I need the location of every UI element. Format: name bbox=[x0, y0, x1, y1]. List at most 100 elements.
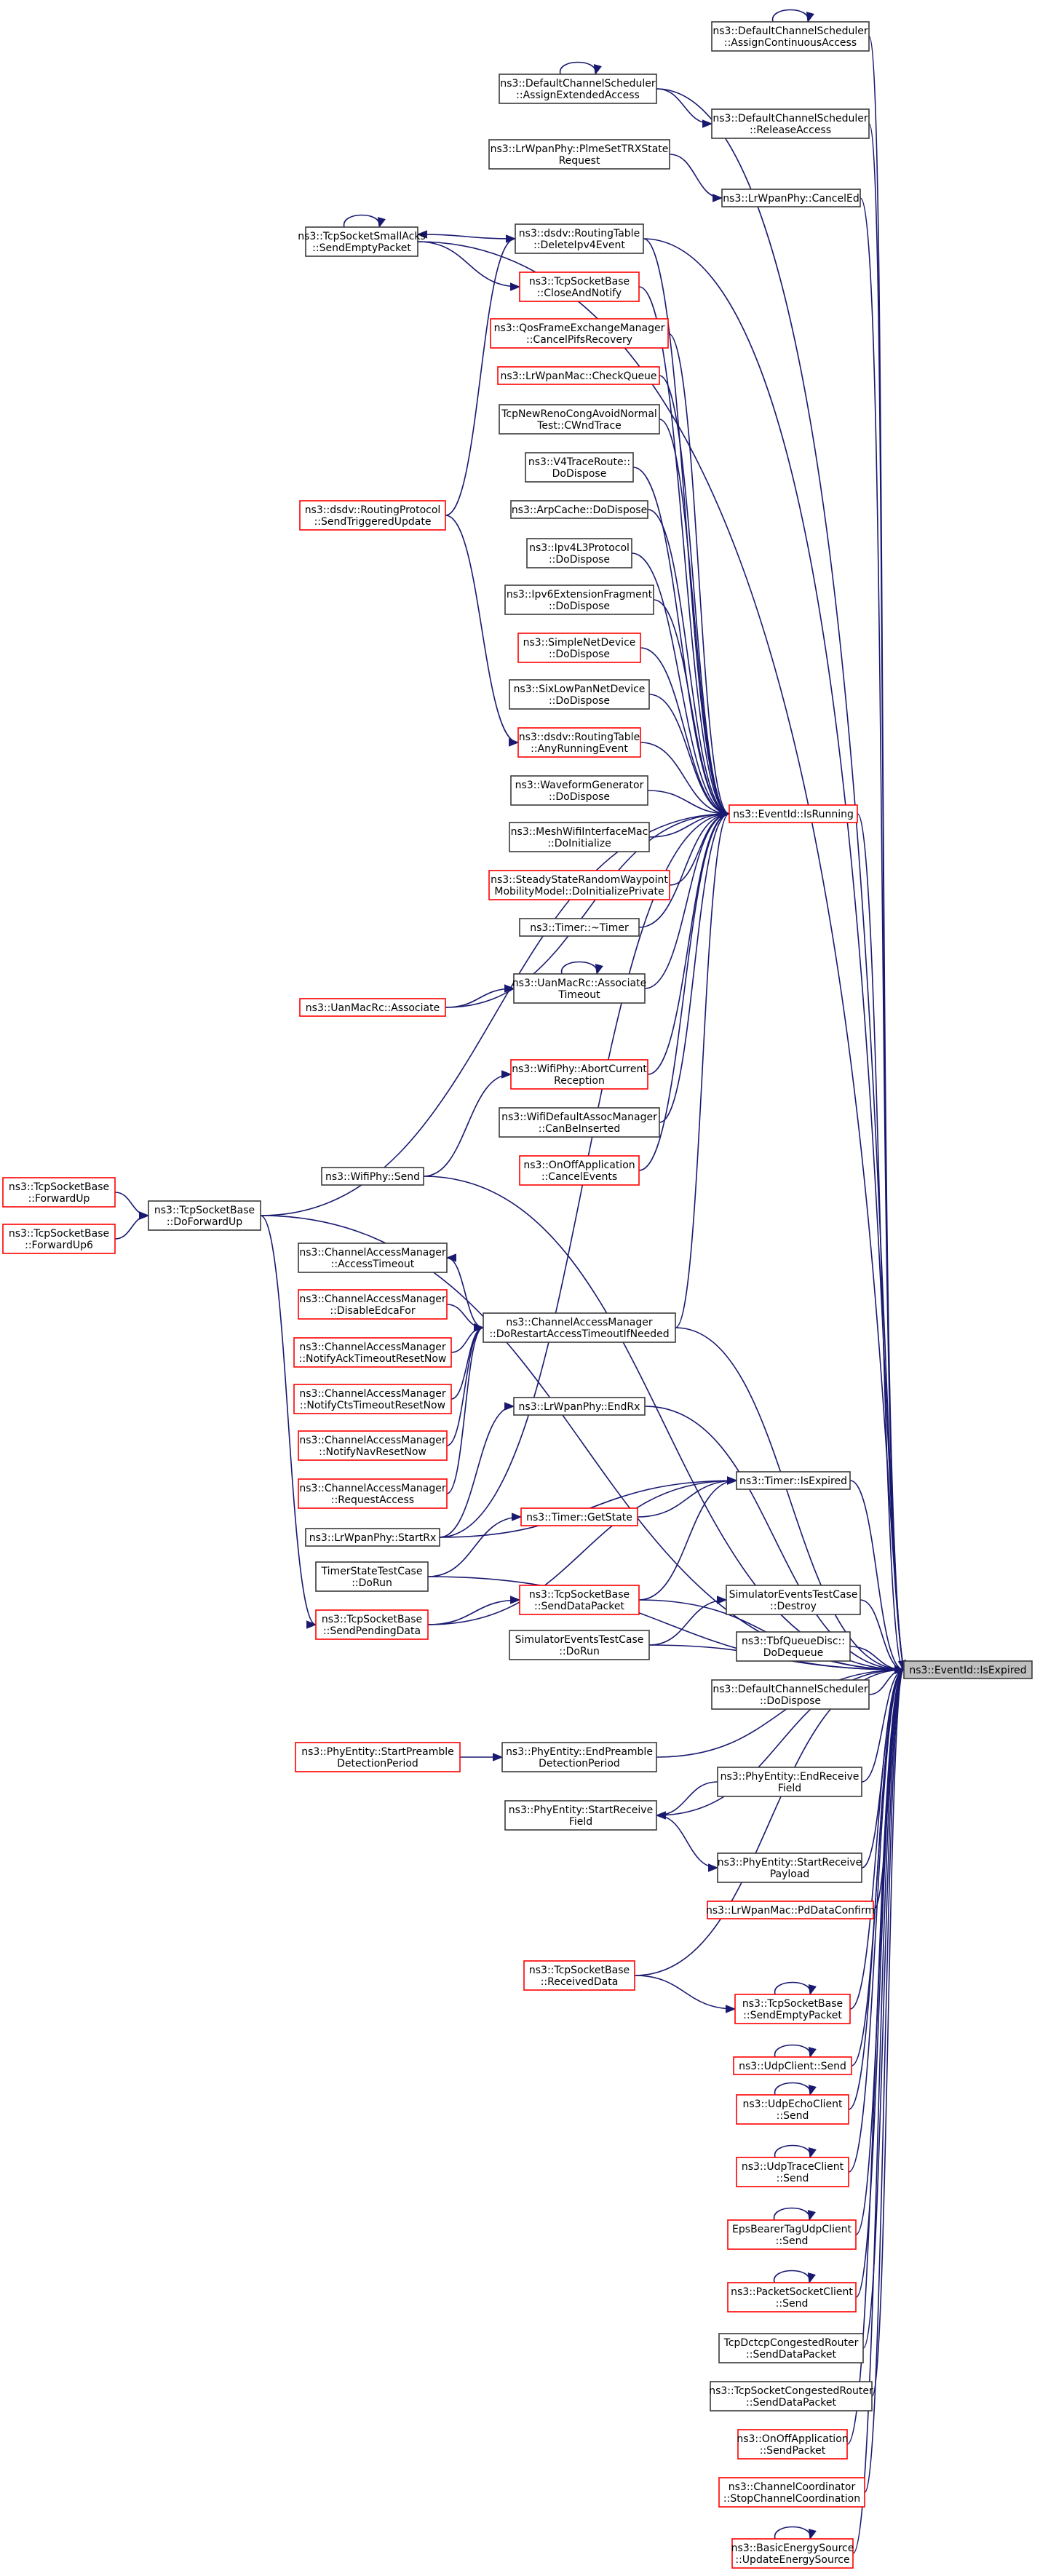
node-epsbearer[interactable]: EpsBearerTagUdpClient::Send bbox=[727, 2219, 857, 2250]
node-assign-ext[interactable]: ns3::DefaultChannelScheduler::AssignExte… bbox=[499, 74, 657, 104]
node-box bbox=[707, 1901, 874, 1919]
node-label-line: ::DoInitialize bbox=[547, 838, 611, 849]
node-packetsocket[interactable]: ns3::PacketSocketClient::Send bbox=[727, 2282, 857, 2313]
node-udpclient[interactable]: ns3::UdpClient::Send bbox=[733, 2056, 852, 2075]
node-box bbox=[299, 998, 446, 1017]
node-label-line: Request bbox=[559, 155, 600, 167]
node-dcsdispose[interactable]: ns3::DefaultChannelScheduler::DoDispose bbox=[711, 1679, 870, 1710]
node-anyrunning[interactable]: ns3::dsdv::RoutingTable::AnyRunningEvent bbox=[517, 727, 641, 758]
node-iseexpired[interactable]: ns3::EventId::IsExpired bbox=[903, 1660, 1033, 1679]
node-tcpcongested[interactable]: ns3::TcpSocketCongestedRouter::SendDataP… bbox=[709, 2381, 873, 2411]
node-cam-disable[interactable]: ns3::ChannelAccessManager::DisableEdcaFo… bbox=[298, 1289, 448, 1320]
node-startrx[interactable]: ns3::LrWpanPhy::StartRx bbox=[305, 1528, 440, 1547]
node-label-line: ns3::OnOffApplication bbox=[737, 2433, 848, 2445]
node-doforwardup[interactable]: ns3::TcpSocketBase::DoForwardUp bbox=[148, 1200, 261, 1231]
node-receiveddata[interactable]: ns3::TcpSocketBase::ReceivedData bbox=[523, 1960, 635, 1991]
node-udptrace[interactable]: ns3::UdpTraceClient::Send bbox=[736, 2157, 849, 2187]
node-endrx[interactable]: ns3::LrWpanPhy::EndRx bbox=[513, 1397, 646, 1416]
node-chancoord[interactable]: ns3::ChannelCoordinator::StopChannelCoor… bbox=[718, 2477, 865, 2508]
node-onoffcancel[interactable]: ns3::OnOffApplication::CancelEvents bbox=[519, 1155, 640, 1186]
node-cam-ack[interactable]: ns3::ChannelAccessManager::NotifyAckTime… bbox=[293, 1337, 452, 1368]
node-tbf[interactable]: ns3::TbfQueueDisc::DoDequeue bbox=[736, 1631, 851, 1662]
node-ipv6ext[interactable]: ns3::Ipv6ExtensionFragment::DoDispose bbox=[504, 584, 654, 615]
node-basicenergy[interactable]: ns3::BasicEnergySource::UpdateEnergySour… bbox=[731, 2538, 854, 2569]
node-dctcp[interactable]: TcpDctcpCongestedRouter::SendDataPacket bbox=[718, 2333, 864, 2363]
node-closenotify[interactable]: ns3::TcpSocketBase::CloseAndNotify bbox=[519, 272, 640, 302]
node-timergetstate[interactable]: ns3::Timer::GetState bbox=[520, 1507, 638, 1526]
node-label-line: ::DoDispose bbox=[549, 649, 610, 660]
node-release[interactable]: ns3::DefaultChannelScheduler::ReleaseAcc… bbox=[711, 108, 870, 139]
node-simplenet[interactable]: ns3::SimpleNetDevice::DoDispose bbox=[517, 633, 641, 663]
node-timerexpired[interactable]: ns3::Timer::IsExpired bbox=[736, 1471, 851, 1490]
node-sendpending[interactable]: ns3::TcpSocketBase::SendPendingData bbox=[315, 1609, 429, 1640]
node-uanassociate[interactable]: ns3::UanMacRc::Associate bbox=[299, 998, 446, 1017]
node-udpecho[interactable]: ns3::UdpEchoClient::Send bbox=[736, 2094, 849, 2125]
node-deleteipv4[interactable]: ns3::dsdv::RoutingTable::DeleteIpv4Event bbox=[515, 223, 644, 254]
node-label-line: ns3::DefaultChannelScheduler bbox=[712, 1684, 868, 1695]
node-label-line: ::DoForwardUp bbox=[167, 1216, 242, 1228]
node-endpreamble[interactable]: ns3::PhyEntity::EndPreambleDetectionPeri… bbox=[501, 1742, 657, 1772]
node-v4trace[interactable]: ns3::V4TraceRoute::DoDispose bbox=[525, 452, 634, 483]
node-box bbox=[736, 2094, 849, 2125]
node-label-line: ::ForwardUp6 bbox=[25, 1240, 93, 1251]
node-label-line: ::SendPendingData bbox=[323, 1625, 421, 1637]
node-arpcache[interactable]: ns3::ArpCache::DoDispose bbox=[510, 500, 648, 519]
node-ipv4l3[interactable]: ns3::Ipv4L3Protocol::DoDispose bbox=[526, 538, 632, 568]
node-simdestroy[interactable]: SimulatorEventsTestCase::Destroy bbox=[726, 1585, 861, 1615]
node-label-line: ns3::ChannelAccessManager bbox=[299, 1247, 446, 1259]
edge-wifiabort-to-isrunning bbox=[647, 809, 731, 1075]
node-box bbox=[718, 2477, 865, 2508]
node-checkqueue[interactable]: ns3::LrWpanMac::CheckQueue bbox=[497, 366, 660, 385]
node-box bbox=[731, 2538, 854, 2569]
node-onoffsend[interactable]: ns3::OnOffApplication::SendPacket bbox=[737, 2429, 849, 2460]
node-dsdvsend[interactable]: ns3::dsdv::RoutingProtocol::SendTriggere… bbox=[299, 500, 446, 531]
node-cam-restart[interactable]: ns3::ChannelAccessManager::DoRestartAcce… bbox=[483, 1312, 676, 1343]
node-pddataconfirm[interactable]: ns3::LrWpanMac::PdDataConfirm bbox=[706, 1901, 875, 1919]
node-fwdup6[interactable]: ns3::TcpSocketBase::ForwardUp6 bbox=[2, 1224, 116, 1254]
node-canceled[interactable]: ns3::LrWpanPhy::CancelEd bbox=[721, 189, 861, 207]
node-cam-cts[interactable]: ns3::ChannelAccessManager::NotifyCtsTime… bbox=[293, 1384, 452, 1414]
node-label-line: ::DoRestartAccessTimeoutIfNeeded bbox=[489, 1328, 669, 1340]
node-timerstate[interactable]: TimerStateTestCase::DoRun bbox=[315, 1561, 429, 1592]
node-sixlowpan[interactable]: ns3::SixLowPanNetDevice::DoDispose bbox=[509, 679, 650, 710]
node-startpreamble[interactable]: ns3::PhyEntity::StartPreambleDetectionPe… bbox=[295, 1742, 461, 1772]
node-label-line: ns3::UanMacRc::Associate bbox=[512, 978, 646, 989]
node-fwdup[interactable]: ns3::TcpSocketBase::ForwardUp bbox=[2, 1177, 116, 1208]
node-wificanbe[interactable]: ns3::WifiDefaultAssocManager::CanBeInser… bbox=[499, 1107, 660, 1138]
node-cam-req[interactable]: ns3::ChannelAccessManager::RequestAccess bbox=[298, 1478, 448, 1509]
node-waveform[interactable]: ns3::WaveformGenerator::DoDispose bbox=[510, 775, 648, 806]
node-simdorun[interactable]: SimulatorEventsTestCase::DoRun bbox=[509, 1630, 650, 1660]
node-qos[interactable]: ns3::QosFrameExchangeManager::CancelPifs… bbox=[490, 318, 669, 349]
node-cam-nav[interactable]: ns3::ChannelAccessManager::NotifyNavRese… bbox=[298, 1430, 448, 1461]
node-label-line: ns3::Ipv6ExtensionFragment bbox=[507, 589, 653, 601]
node-steadystate[interactable]: ns3::SteadyStateRandomWaypointMobilityMo… bbox=[488, 870, 670, 900]
node-isrunning[interactable]: ns3::EventId::IsRunning bbox=[729, 804, 858, 823]
node-sendempty[interactable]: ns3::TcpSocketBase::SendEmptyPacket bbox=[734, 1994, 851, 2024]
node-box bbox=[298, 1478, 448, 1509]
node-label-line: ns3::DefaultChannelScheduler bbox=[712, 113, 868, 124]
node-box bbox=[727, 2282, 857, 2313]
node-senddatapkt[interactable]: ns3::TcpSocketBase::SendDataPacket bbox=[519, 1585, 640, 1615]
node-smallacks[interactable]: ns3::TcpSocketSmallAcks::SendEmptyPacket bbox=[298, 226, 426, 257]
edge-cam_restart-to-cam_access bbox=[445, 1253, 484, 1328]
node-box bbox=[513, 973, 646, 1004]
node-meshwifi[interactable]: ns3::MeshWifiInterfaceMac::DoInitialize bbox=[509, 822, 650, 852]
edge-doforwardup-to-sendpending bbox=[260, 1215, 317, 1629]
node-timerdtor[interactable]: ns3::Timer::~Timer bbox=[519, 918, 640, 937]
node-box bbox=[501, 1742, 657, 1772]
node-wifisend[interactable]: ns3::WifiPhy::Send bbox=[321, 1167, 424, 1186]
node-cam-access[interactable]: ns3::ChannelAccessManager::AccessTimeout bbox=[298, 1243, 448, 1273]
node-label-line: ns3::BasicEnergySource bbox=[731, 2543, 854, 2554]
node-box bbox=[734, 1994, 851, 2024]
edge-udptrace-to-iseexpired bbox=[848, 1665, 905, 2173]
node-assign-cont[interactable]: ns3::DefaultChannelScheduler::AssignCont… bbox=[711, 21, 870, 52]
node-box bbox=[504, 1800, 657, 1831]
node-label-line: ::DoRun bbox=[352, 1577, 392, 1589]
